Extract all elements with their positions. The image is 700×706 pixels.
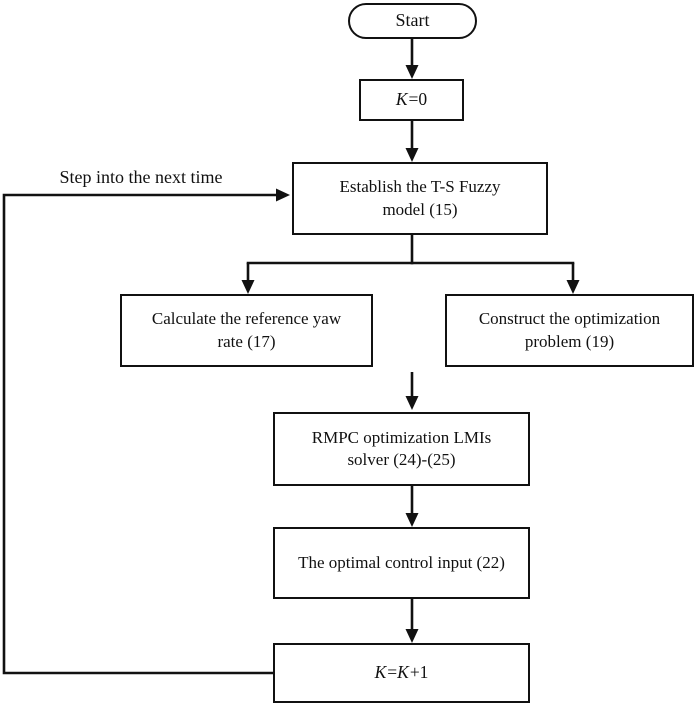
rmpc-solver-node-label: RMPC optimization LMIs solver (24)-(25) [311,427,492,469]
opt-problem-node: Construct the optimization problem (19) [445,294,694,367]
k-increment-node: K=K+1 [273,643,530,703]
opt-problem-node-label: Construct the optimization problem (19) [478,309,661,351]
arrow-start-to-k-init [405,38,419,79]
start-node: Start [348,3,477,39]
equals-sign: = [387,662,398,683]
k-increment-node-label: K=K+1 [375,661,429,684]
k-variable: K [374,662,387,683]
arrow-control-input-to-k-increment [405,599,419,643]
start-node-label: Start [395,10,430,31]
ts-model-node-label: Establish the T-S Fuzzy model (15) [339,177,501,219]
rmpc-solver-node: RMPC optimization LMIs solver (24)-(25) [273,412,530,486]
k-variable: K [395,89,408,110]
control-input-node: The optimal control input (22) [273,527,530,599]
arrow-split-to-yaw-rate [241,263,255,294]
ts-model-node: Establish the T-S Fuzzy model (15) [292,162,548,235]
k-init-value: =0 [408,89,428,110]
control-input-node-label: The optimal control input (22) [298,552,505,572]
yaw-rate-node-label: Calculate the reference yaw rate (17) [151,309,342,351]
arrow-branches-to-rmpc-solver [405,372,419,410]
connector-ts-model-to-split [246,234,575,265]
yaw-rate-node: Calculate the reference yaw rate (17) [120,294,373,367]
arrow-k-init-to-ts-model [405,121,419,162]
increment-value: +1 [409,662,429,683]
arrow-loop-k-increment-to-ts-model [2,188,290,675]
arrow-rmpc-solver-to-control-input [405,486,419,527]
arrow-split-to-opt-problem [566,263,580,294]
k-init-node-label: K=0 [396,88,427,111]
k-variable: K [397,662,409,683]
k-init-node: K=0 [359,79,464,121]
loop-edge-label: Step into the next time [59,167,223,187]
